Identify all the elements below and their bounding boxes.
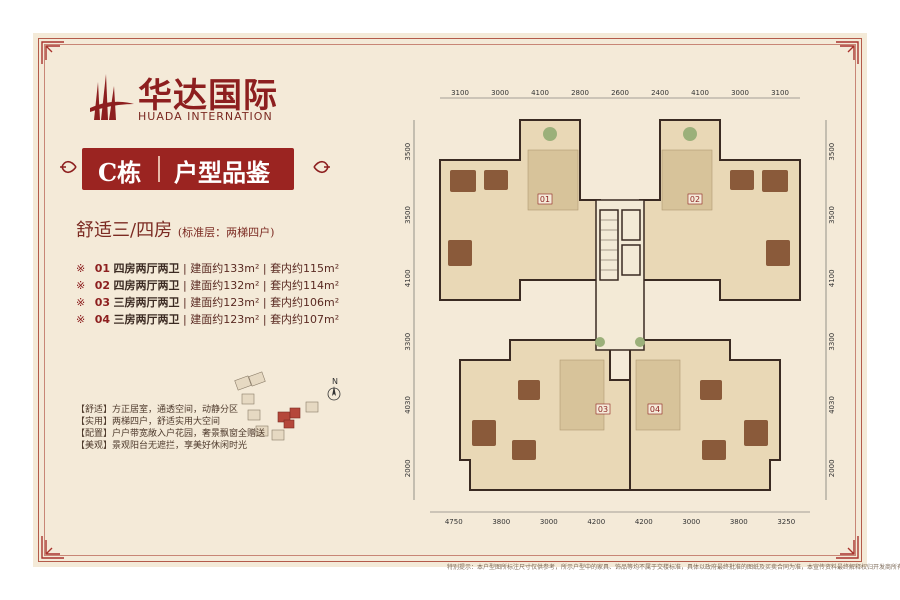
floor-plan: 3100 3000 4100 2800 2600 2400 4100 3000 3100 4750…: [404, 90, 836, 526]
dimension-label: 3000: [731, 90, 749, 97]
unit-type: 四房两厅两卫: [113, 262, 180, 275]
unit-row: ※ 03 三房两厅两卫 | 建面约123m² | 套内约106m²: [76, 296, 340, 309]
unit-inner-area: 套内约106m²: [270, 296, 340, 309]
decorative-border: [38, 38, 862, 562]
corner-ornament-icon: [41, 41, 64, 64]
feature-item: 【美观】景观阳台无遮拦，享美好休闲时光: [76, 441, 248, 451]
dimension-label: 3500: [828, 206, 836, 224]
dimension-label: 3800: [492, 518, 510, 526]
dimension-label: 4200: [635, 518, 653, 526]
dimension-label: 2400: [651, 90, 669, 97]
dimension-label: 3500: [404, 143, 412, 161]
dimension-label: 4030: [828, 396, 836, 414]
dimension-label: 4100: [404, 269, 412, 287]
dimension-label: 3300: [404, 333, 412, 351]
unit-gross-area: 建面约132m²: [190, 279, 260, 292]
dimension-label: 3250: [777, 518, 795, 526]
dimension-label: 2800: [571, 90, 589, 97]
unit-list: ※ 01 四房两厅两卫 | 建面约133m² | 套内约115m² ※ 02 四…: [76, 260, 340, 328]
compass-label: N: [332, 377, 338, 386]
dimension-label: 3500: [404, 206, 412, 224]
unit-gross-area: 建面约123m²: [190, 296, 260, 309]
corner-ornament-icon: [41, 536, 64, 559]
brand-logo: 华达国际 HUADA INTERNATION: [90, 68, 300, 124]
right-ornament-icon: [313, 160, 330, 174]
dimension-label: 4030: [404, 396, 412, 414]
brand-name-cn: 华达国际: [138, 76, 278, 116]
unit-gross-area: 建面约133m²: [190, 262, 260, 275]
dimension-label: 2000: [404, 459, 412, 477]
star-icon: ※: [76, 296, 86, 309]
feature-list: 【舒适】方正居室，通透空间，动静分区 【实用】两梯四户，舒适实用大空间 【配置】…: [76, 404, 276, 452]
dimension-label: 4100: [828, 269, 836, 287]
unit-tag: 04: [650, 405, 660, 414]
dimension-label: 2000: [828, 459, 836, 477]
dimension-label: 3000: [540, 518, 558, 526]
dimension-label: 2600: [611, 90, 629, 97]
building-label: C栋: [98, 158, 142, 187]
dimension-label: 3800: [730, 518, 748, 526]
dimension-label: 3100: [451, 90, 469, 97]
dimension-label: 3300: [828, 333, 836, 351]
unit-inner-area: 套内约107m²: [270, 313, 340, 326]
banner-divider: [158, 156, 160, 182]
unit-type: 三房两厅两卫: [113, 313, 180, 326]
dimension-label: 3000: [682, 518, 700, 526]
dimension-label: 3100: [771, 90, 789, 97]
unit-code: 04: [94, 313, 111, 326]
logo-tower-icon: [90, 74, 134, 120]
layout-subtitle: 舒适三/四房 (标准层：两梯四户): [76, 216, 274, 242]
unit-code: 01: [94, 262, 111, 275]
subtitle-main: 舒适三/四房: [76, 220, 173, 241]
unit-code: 03: [94, 296, 111, 309]
unit-tag: 02: [690, 195, 700, 204]
compass-icon: N: [327, 377, 341, 401]
dimension-label: 3000: [491, 90, 509, 97]
banner-title: 户型品鉴: [174, 158, 270, 187]
unit-tag: 03: [598, 405, 608, 414]
unit-row: ※ 02 四房两厅两卫 | 建面约132m² | 套内约114m²: [76, 279, 340, 292]
dimension-label: 4100: [531, 90, 549, 97]
unit-inner-area: 套内约114m²: [270, 279, 340, 292]
subtitle-note: (标准层：两梯四户): [177, 226, 275, 239]
disclaimer-note: 特别提示：本户型图所标注尺寸仅供参考，所示户型中的家具、饰品等均不属于交楼标准，…: [447, 564, 900, 571]
dimension-label: 4200: [587, 518, 605, 526]
unit-type: 三房两厅两卫: [113, 296, 180, 309]
unit-type: 四房两厅两卫: [113, 279, 180, 292]
dimension-label: 4750: [445, 518, 463, 526]
corner-ornament-icon: [836, 536, 859, 559]
dimension-label: 4100: [691, 90, 709, 97]
unit-inner-area: 套内约115m²: [270, 262, 340, 275]
left-ornament-icon: [60, 160, 77, 174]
brand-name-en: HUADA INTERNATION: [138, 110, 273, 123]
feature-item: 【实用】两梯四户，舒适实用大空间: [76, 417, 221, 427]
unit-tag: 01: [540, 195, 550, 204]
star-icon: ※: [76, 279, 86, 292]
unit-gross-area: 建面约123m²: [190, 313, 260, 326]
decorative-border-inner: [44, 44, 856, 556]
feature-item: 【配置】户户带宽敞入户花园，奢景飘窗全赠送: [76, 429, 266, 439]
dimension-label: 3500: [828, 143, 836, 161]
unit-code: 02: [94, 279, 111, 292]
feature-item: 【舒适】方正居室，通透空间，动静分区: [76, 405, 239, 415]
unit-row: ※ 04 三房两厅两卫 | 建面约123m² | 套内约107m²: [76, 313, 340, 326]
building-banner: C栋 户型品鉴: [82, 148, 294, 190]
corner-ornament-icon: [836, 41, 859, 64]
star-icon: ※: [76, 313, 86, 326]
site-key-plan: N: [234, 371, 341, 441]
unit-row: ※ 01 四房两厅两卫 | 建面约133m² | 套内约115m²: [76, 262, 340, 275]
star-icon: ※: [76, 262, 86, 275]
